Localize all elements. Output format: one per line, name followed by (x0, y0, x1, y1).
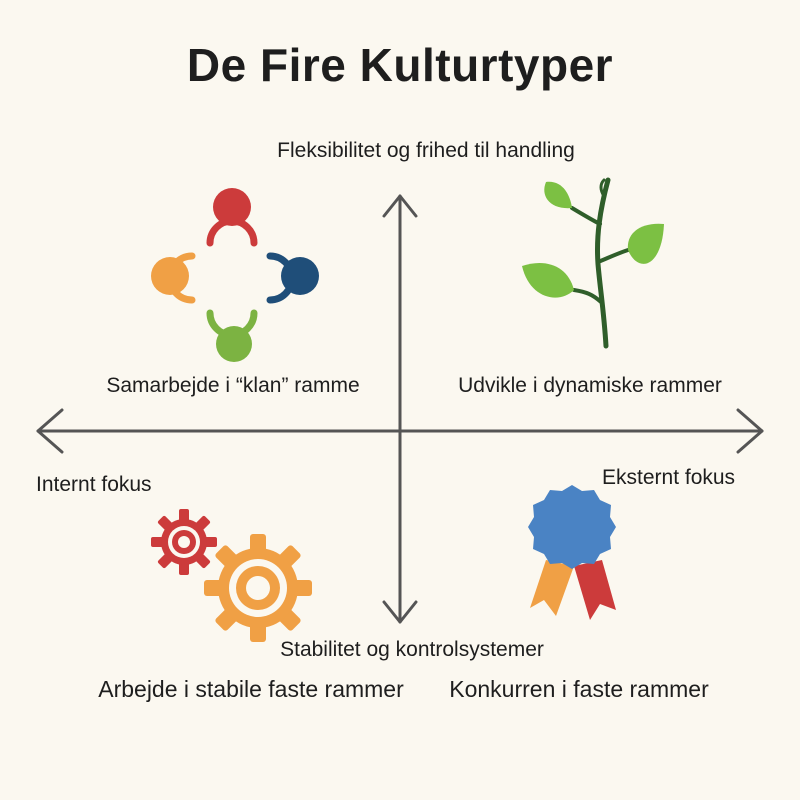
small-gear-icon (151, 509, 217, 575)
large-gear-icon (204, 534, 312, 642)
axes (36, 194, 764, 624)
ribbon-right (574, 560, 616, 620)
axis-label-top: Fleksibilitet og frihed til handling (277, 139, 575, 162)
quadrant-label-bottom-left: Arbejde i stabile faste rammer (98, 676, 404, 702)
gears-icon (151, 509, 312, 642)
award-ribbon-icon (528, 485, 616, 620)
axis-label-left: Internt fokus (36, 473, 152, 496)
axis-arrow-up-icon (382, 194, 418, 218)
quadrant-label-top-left: Samarbejde i “klan” ramme (106, 374, 360, 397)
axis-arrow-right-icon (736, 408, 764, 454)
rosette (528, 485, 616, 569)
plant-sprout-icon (522, 177, 664, 349)
quadrant-label-top-right: Udvikle i dynamiske rammer (458, 374, 722, 397)
axis-label-bottom: Stabilitet og kontrolsystemer (280, 638, 544, 661)
axis-arrow-down-icon (382, 600, 418, 624)
people-circle-icon (151, 188, 319, 362)
page-title: De Fire Kulturtyper (186, 39, 614, 91)
ribbon-left (530, 560, 574, 616)
axis-label-right: Eksternt fokus (602, 466, 736, 489)
quadrant-label-bottom-right: Konkurren i faste rammer (449, 676, 709, 702)
axis-arrow-left-icon (36, 408, 64, 454)
